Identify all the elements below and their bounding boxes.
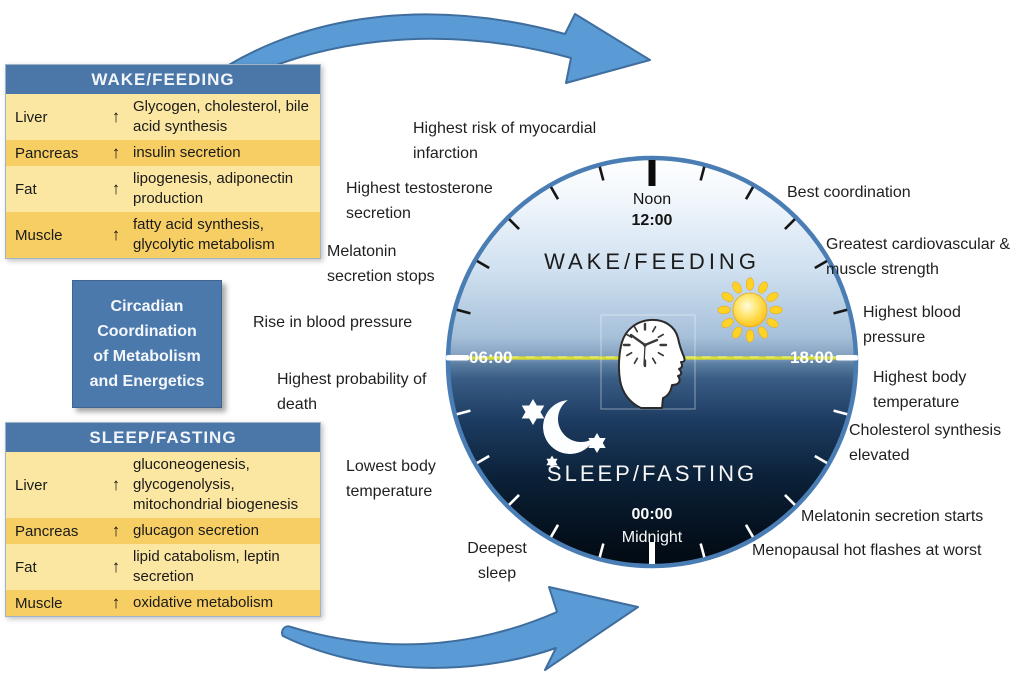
title-line: Circadian xyxy=(110,297,184,315)
annotation-cholesterol-synthesis: Cholesterol synthesis elevated xyxy=(849,422,1002,464)
organ-label: Muscle xyxy=(15,594,63,612)
up-arrow-icon: ↑ xyxy=(111,107,121,126)
annotation-melatonin-stops: Melatonin secretion stops xyxy=(327,243,435,285)
title-line: and Energetics xyxy=(89,372,205,390)
wake-table-header: WAKE/FEEDING xyxy=(6,65,320,94)
table-row: Muscle ↑ oxidative metabolism xyxy=(6,590,320,616)
annotation-myocardial: Highest risk of myocardial infarction xyxy=(413,120,597,162)
up-arrow-icon: ↑ xyxy=(111,557,121,576)
annotation-rise-blood-pressure: Rise in blood pressure xyxy=(253,314,413,331)
annotation-testosterone: Highest testosterone secretion xyxy=(346,180,493,222)
organ-label: Fat xyxy=(15,180,37,198)
noon-word: Noon xyxy=(632,191,672,208)
organ-label: Pancreas xyxy=(15,522,79,540)
annotation-highest-blood-pressure: Highest blood pressure xyxy=(863,304,961,346)
title-line: of Metabolism xyxy=(93,347,201,365)
process-label: lipid catabolism, leptin secretion xyxy=(133,548,280,585)
annotation-melatonin-starts: Melatonin secretion starts xyxy=(801,508,984,525)
sun-icon xyxy=(717,277,783,343)
organ-label: Liver xyxy=(15,476,48,494)
curved-arrow-bottom-icon xyxy=(281,586,639,671)
head-profile-icon xyxy=(617,318,686,409)
table-row: Fat ↑ lipid catabolism, leptin secretion xyxy=(6,544,320,590)
horizon-tick-right xyxy=(836,355,858,361)
center-title-box: Circadian Coordination of Metabolism and… xyxy=(72,280,222,408)
table-row: Fat ↑ lipogenesis, adiponectin productio… xyxy=(6,166,320,212)
process-label: glucagon secretion xyxy=(133,522,259,539)
annotation-deepest-sleep: Deepest sleep xyxy=(467,540,527,582)
table-row: Muscle ↑ fatty acid synthesis, glycolyti… xyxy=(6,212,320,258)
up-arrow-icon: ↑ xyxy=(111,225,121,244)
up-arrow-icon: ↑ xyxy=(111,593,121,612)
time-0600-label: 06:00 xyxy=(469,348,513,367)
annotation-menopausal-flashes: Menopausal hot flashes at worst xyxy=(752,542,982,559)
process-label: Glycogen, cholesterol, bile acid synthes… xyxy=(133,98,309,135)
midnight-time: 00:00 xyxy=(631,506,673,523)
star-icons xyxy=(521,399,606,469)
brain-clock-icon xyxy=(622,322,668,368)
sleep-table-header: SLEEP/FASTING xyxy=(6,423,320,452)
noon-label: Noon 12:00 xyxy=(592,189,712,231)
noon-time: 12:00 xyxy=(631,212,673,229)
annotation-cardiovascular-strength: Greatest cardiovascular & muscle strengt… xyxy=(826,236,1011,278)
annotation-highest-temperature: Highest body temperature xyxy=(873,369,967,411)
process-label: fatty acid synthesis, glycolytic metabol… xyxy=(133,216,275,253)
annotation-lowest-temperature: Lowest body temperature xyxy=(346,458,436,500)
organ-label: Pancreas xyxy=(15,144,79,162)
annotation-best-coordination: Best coordination xyxy=(787,184,911,201)
table-row: Pancreas ↑ glucagon secretion xyxy=(6,518,320,544)
sleep-fasting-table: SLEEP/FASTING Liver ↑ gluconeogenesis, g… xyxy=(5,422,321,617)
process-label: insulin secretion xyxy=(133,144,241,161)
table-row: Pancreas ↑ insulin secretion xyxy=(6,140,320,166)
midnight-label: 00:00 Midnight xyxy=(592,503,712,549)
clock-wake-label: WAKE/FEEDING xyxy=(544,249,760,274)
up-arrow-icon: ↑ xyxy=(111,143,121,162)
up-arrow-icon: ↑ xyxy=(111,179,121,198)
title-line: Coordination xyxy=(97,322,197,340)
process-label: lipogenesis, adiponectin production xyxy=(133,170,294,207)
moon-icon xyxy=(543,400,597,454)
up-arrow-icon: ↑ xyxy=(111,475,121,494)
process-label: oxidative metabolism xyxy=(133,594,274,611)
organ-label: Muscle xyxy=(15,226,63,244)
time-1800-label: 18:00 xyxy=(790,348,834,367)
annotation-probability-death: Highest probability of death xyxy=(277,371,427,413)
wake-feeding-table: WAKE/FEEDING Liver ↑ Glycogen, cholester… xyxy=(5,64,321,259)
up-arrow-icon: ↑ xyxy=(111,521,121,540)
table-row: Liver ↑ gluconeogenesis, glycogenolysis,… xyxy=(6,452,320,518)
process-label: gluconeogenesis, glycogenolysis, mitocho… xyxy=(133,456,299,513)
table-row: Liver ↑ Glycogen, cholesterol, bile acid… xyxy=(6,94,320,140)
midnight-word: Midnight xyxy=(621,529,683,546)
clock-sleep-label: SLEEP/FASTING xyxy=(546,461,758,486)
hour-ticks xyxy=(456,160,848,564)
organ-label: Fat xyxy=(15,558,37,576)
horizon-tick-left xyxy=(446,355,469,361)
organ-label: Liver xyxy=(15,108,48,126)
